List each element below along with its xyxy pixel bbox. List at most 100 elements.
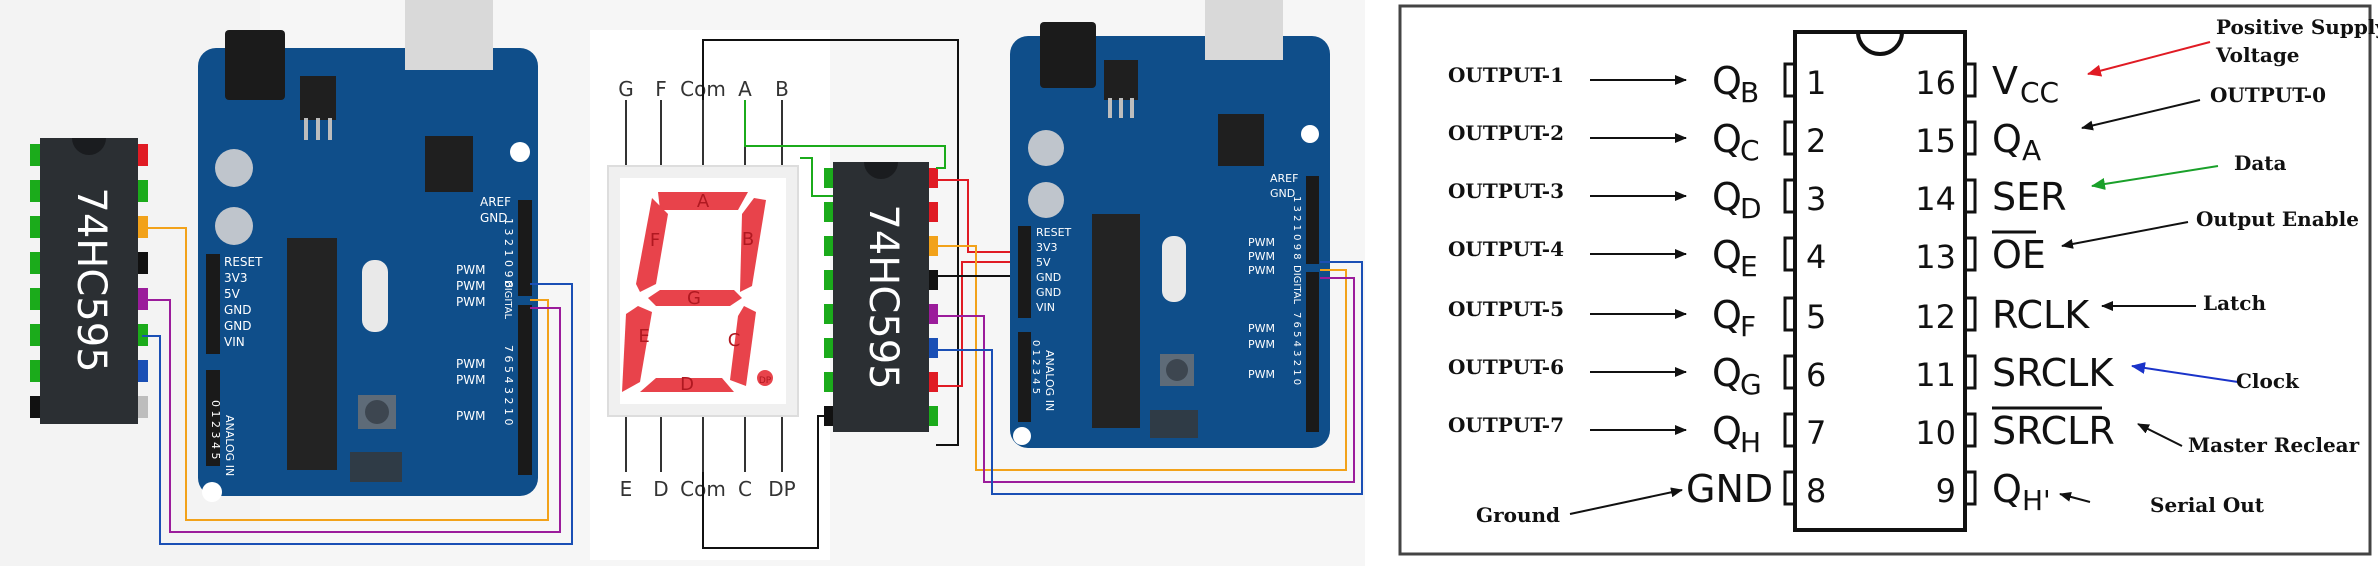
pin-function-label: Output Enable: [2196, 207, 2359, 231]
power-pin-label: VIN: [1036, 301, 1055, 314]
pin-function-label: Clock: [2236, 369, 2300, 393]
arduino-left-analog-label: ANALOG IN: [223, 415, 236, 476]
wire-black-bottom: [702, 415, 833, 549]
pwm-label: PWM: [1248, 368, 1275, 381]
shift-register-right: 74HC595: [824, 162, 938, 432]
left-chip-pin: [30, 396, 40, 418]
seg-top-pin-label: A: [738, 77, 752, 101]
ic-body: [1793, 30, 1967, 532]
pinout-frame: [1398, 4, 2372, 556]
arduino-right-digital-numbers-bottom: 7 6 5 4 3 2 1 0: [1291, 312, 1302, 385]
right-chip-pin: [824, 168, 834, 188]
power-pin-label: GND: [224, 303, 252, 317]
pin-subscript: E: [1740, 250, 1758, 283]
wire-orange-right: [936, 245, 1347, 471]
wire-green-1: [744, 100, 946, 169]
pin-leg: [1965, 120, 1977, 156]
pin-leg: [1965, 178, 1977, 214]
pin-name: Q: [1712, 293, 1742, 337]
pin-number: 14: [1915, 180, 1956, 218]
arduino-right-digital-label: DIGITAL: [1291, 265, 1302, 305]
pin-number: 6: [1806, 356, 1826, 394]
pin-number: 10: [1915, 414, 1956, 452]
pin-subscript: F: [1740, 310, 1756, 343]
seg-bottom-pin-label: E: [620, 477, 633, 501]
pwm-label: PWM: [1248, 250, 1275, 263]
segment-f: [636, 198, 668, 292]
pin-number: 1: [1806, 64, 1826, 102]
pin-name: GND: [1686, 467, 1773, 511]
pin-name: Q: [1712, 351, 1742, 395]
output-label: OUTPUT-6: [1448, 355, 1564, 379]
power-pin-label: VIN: [224, 335, 245, 349]
arduino-left-digital-numbers-bottom: 7 6 5 4 3 2 1 0: [502, 345, 515, 425]
arrow: [2091, 165, 2219, 190]
pwm-label: PWM: [456, 357, 485, 371]
pin-number: 4: [1806, 238, 1826, 276]
arrow: [2087, 41, 2211, 77]
arduino-right-analog-label: ANALOG IN: [1043, 350, 1056, 411]
segment-b: [740, 198, 766, 292]
arrow: [2081, 99, 2201, 131]
pin-number: 7: [1806, 414, 1826, 452]
seg-top-pin-label: B: [775, 77, 789, 101]
left-chip-pin: [30, 216, 40, 238]
pin-name: Q: [1712, 59, 1742, 103]
pin-subscript: G: [1740, 368, 1762, 401]
segment-letter: C: [728, 330, 741, 351]
pin-function-label: Positive Supply: [2216, 15, 2378, 39]
power-pin-label: 3V3: [224, 271, 247, 285]
pin-leg: [1965, 236, 1977, 272]
pin-leg: [1965, 296, 1977, 332]
left-chip-pin: [30, 288, 40, 310]
seg-bottom-pin-label: C: [738, 477, 752, 501]
left-chip-pin: [138, 360, 148, 382]
arrow: [2131, 362, 2239, 383]
pin-leg: [1783, 296, 1795, 332]
pin-number: 12: [1915, 298, 1956, 336]
pwm-label: PWM: [1248, 264, 1275, 277]
pin-leg: [1783, 470, 1795, 506]
ic-notch: [1856, 31, 1904, 56]
output-label: OUTPUT-2: [1448, 121, 1564, 145]
left-chip-pin: [138, 252, 148, 274]
arduino-left-digital-numbers-top: 1 3 2 1 0 9 8: [502, 218, 515, 288]
header-pin-label: AREF: [480, 195, 511, 209]
power-pin-label: 3V3: [1036, 241, 1058, 254]
left-chip-pin: [30, 324, 40, 346]
shift-register-left: 74HC595: [30, 138, 148, 424]
right-chip-pin: [928, 168, 938, 188]
pin-function-label: Latch: [2203, 291, 2266, 315]
left-chip-pin: [30, 252, 40, 274]
arrow: [1569, 487, 1683, 515]
wire-blue-left: [142, 283, 573, 545]
pwm-label: PWM: [456, 409, 485, 423]
header-pin-label: AREF: [1270, 172, 1298, 185]
header-pin-label: GND: [1270, 187, 1295, 200]
pin-function-label: OUTPUT-0: [2210, 83, 2326, 107]
left-chip-pin: [138, 396, 148, 418]
pin-leg: [1965, 412, 1977, 448]
right-chip-pin: [824, 372, 834, 392]
pin-name: V: [1992, 59, 2018, 103]
arrow: [2061, 221, 2189, 249]
segment-letter: DP: [759, 376, 772, 386]
seg-bottom-pin-label: DP: [768, 477, 795, 501]
power-pin-label: RESET: [224, 255, 263, 269]
left-chip-label: 74HC595: [68, 187, 114, 372]
pin-subscript: C: [1740, 134, 1760, 167]
wire-orange-left: [142, 227, 549, 521]
left-chip-pin: [30, 144, 40, 166]
pin-leg: [1783, 236, 1795, 272]
pin-number: 13: [1915, 238, 1956, 276]
right-chip-pin: [928, 338, 938, 358]
pin-number: 11: [1915, 356, 1956, 394]
segment-letter: E: [638, 326, 649, 347]
pin-name: Q: [1712, 409, 1742, 453]
output-label: OUTPUT-7: [1448, 413, 1564, 437]
right-chip-pin: [824, 304, 834, 324]
segment-d: [640, 378, 734, 392]
